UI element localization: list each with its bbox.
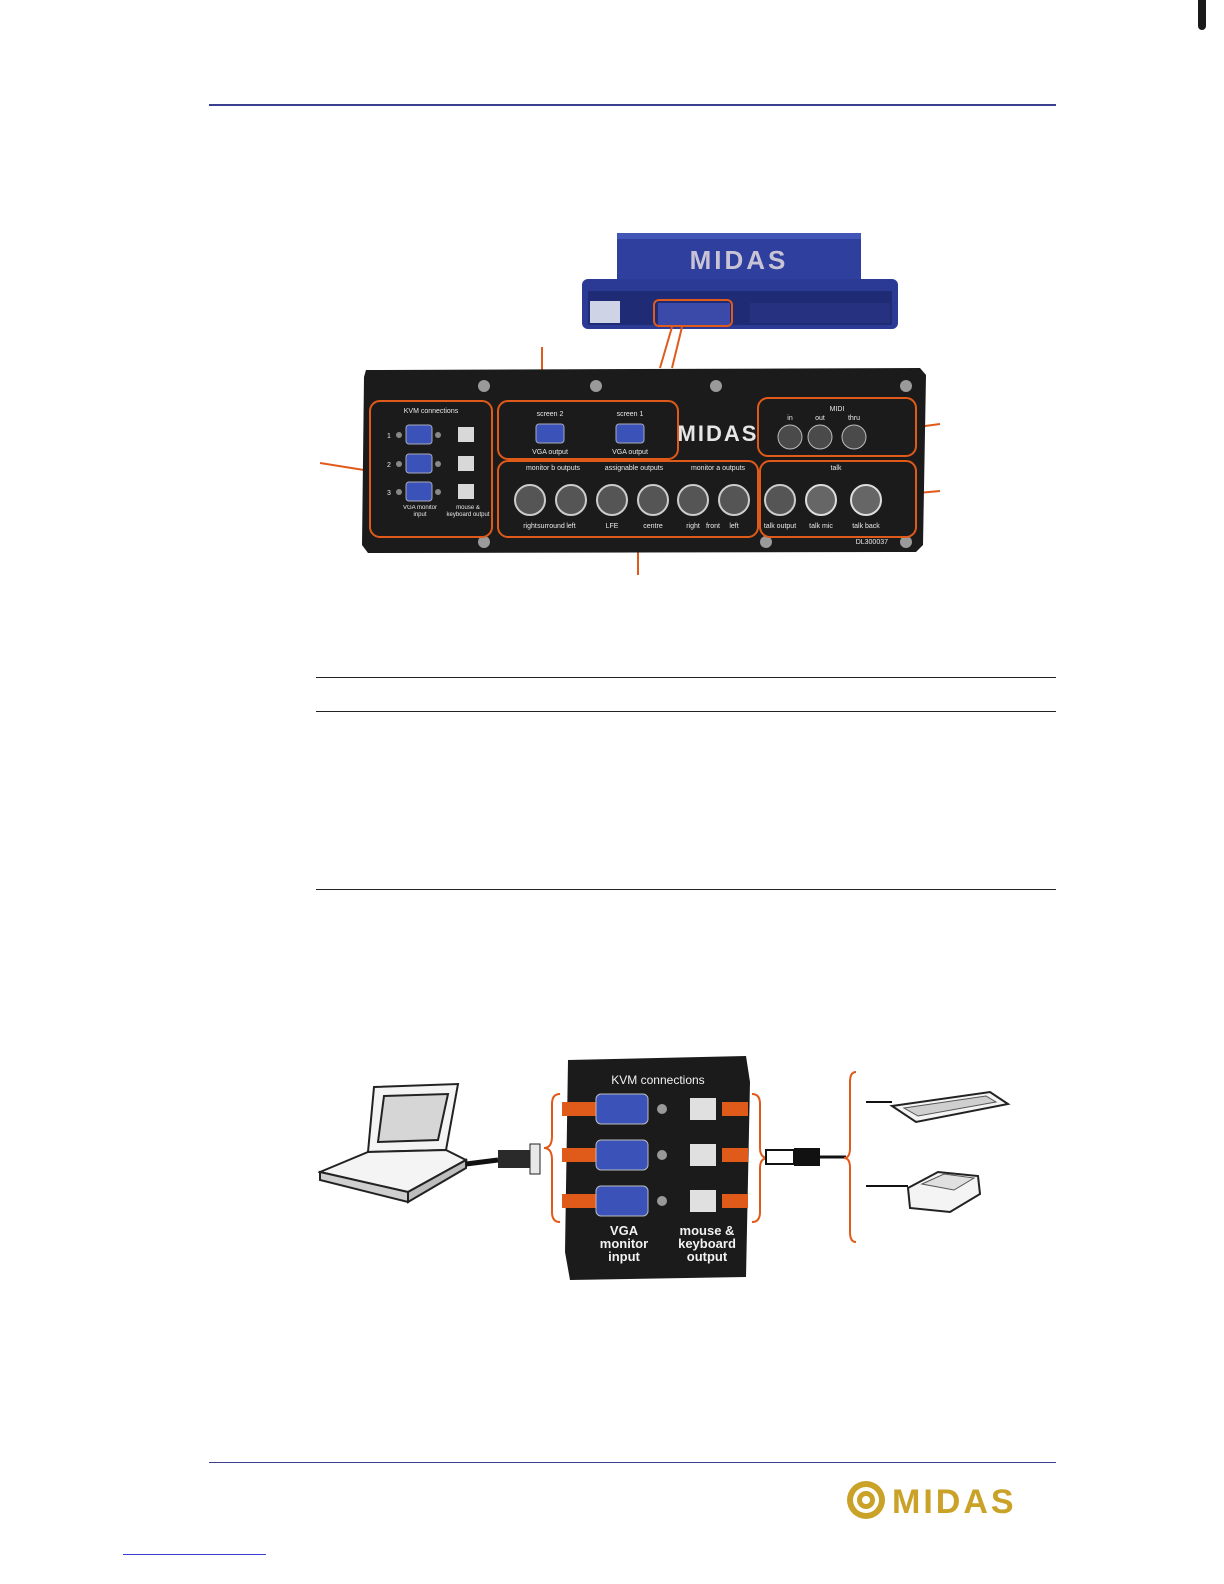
monitor-b-label: monitor b outputs	[526, 465, 581, 472]
header-rule	[209, 104, 1056, 106]
rear-panel: KVM connections 1 2 3 VGA monitor input …	[362, 368, 926, 553]
footer-logo-text: MIDAS	[892, 1483, 1017, 1521]
screen1-label: screen 1	[617, 411, 644, 418]
mon-a-left: left	[729, 523, 738, 530]
monitor-a-label: monitor a outputs	[691, 465, 746, 472]
assign-lfe: LFE	[606, 523, 619, 530]
rear-panel-figure: MIDAS KVM connections 1 2	[320, 233, 941, 575]
console-overview: MIDAS	[582, 233, 898, 329]
kvm-row-1: 1	[387, 424, 474, 445]
midi-out-label: out	[815, 415, 825, 422]
kvm-row-3: 3	[387, 481, 474, 502]
mon-b-left: left	[566, 523, 575, 530]
midi-thru-port	[841, 424, 867, 450]
midi-title: MIDI	[830, 406, 845, 413]
xlr-row	[514, 484, 750, 516]
talk-mic-label: talk mic	[809, 523, 833, 530]
talk-mic-port	[805, 484, 837, 516]
mon-b-right: right	[523, 523, 537, 530]
kvm-panel: KVM connections VGA monitor input mouse …	[562, 1056, 750, 1280]
talk-back-label: talk back	[852, 523, 880, 530]
console-logo: MIDAS	[690, 245, 789, 275]
mouse-keyboard-label: mouse & keyboard output	[446, 505, 490, 518]
footer-link-underline	[123, 1554, 266, 1555]
midi-thru-label: thru	[848, 415, 860, 422]
kvm-detail-title: KVM connections	[611, 1073, 704, 1087]
vga-output-label-1: VGA output	[612, 449, 648, 456]
screen2-label: screen 2	[537, 411, 564, 418]
assignable-label: assignable outputs	[605, 465, 664, 472]
table-top-rule	[316, 677, 1056, 678]
svg-text:3: 3	[387, 490, 391, 497]
midi-in-label: in	[787, 415, 793, 422]
table-bottom-rule	[316, 889, 1056, 890]
vga-output-screen1	[615, 423, 645, 444]
kvm-title: KVM connections	[404, 408, 459, 415]
vga-output-screen2	[535, 423, 565, 444]
table-header-rule	[316, 711, 1056, 712]
laptop-icon	[318, 1082, 469, 1204]
mouse-icon	[866, 1170, 982, 1214]
svg-text:2: 2	[387, 462, 391, 469]
svg-text:1: 1	[387, 433, 391, 440]
mon-a-right: right	[686, 523, 700, 530]
mon-a-front: front	[706, 523, 720, 530]
vga-line-3: input	[608, 1249, 640, 1264]
panel-logo: MIDAS	[678, 421, 759, 446]
assign-centre: centre	[643, 523, 663, 530]
mk-line-3: output	[687, 1249, 728, 1264]
vga-line-1: VGA	[610, 1223, 639, 1238]
page-edge-tab	[1198, 0, 1206, 30]
kvm-detail-row-2	[562, 1139, 748, 1171]
vga-line-2: monitor	[600, 1236, 648, 1251]
part-code: DL300037	[856, 539, 888, 546]
mk-line-2: keyboard	[678, 1236, 736, 1251]
keyboard-icon	[866, 1090, 1011, 1124]
talk-title: talk	[831, 465, 842, 472]
kvm-row-2: 2	[387, 453, 474, 474]
talk-back-port	[850, 484, 882, 516]
kvm-detail-row-1	[562, 1093, 748, 1125]
vga-output-label-2: VGA output	[532, 449, 568, 456]
midi-in-port	[777, 424, 803, 450]
talk-output-port	[764, 484, 796, 516]
talk-output-label: talk output	[764, 523, 796, 530]
midas-footer-logo: MIDAS	[847, 1481, 1017, 1521]
mk-line-1: mouse &	[680, 1223, 735, 1238]
mon-b-surround: surround	[537, 523, 565, 530]
vga-monitor-input-label: VGA monitor input	[402, 505, 437, 518]
midas-emblem-icon	[847, 1481, 885, 1519]
midi-out-port	[807, 424, 833, 450]
kvm-connection-figure: KVM connections VGA monitor input mouse …	[318, 1056, 1011, 1280]
kvm-detail-row-3	[562, 1185, 748, 1217]
footer-rule	[209, 1462, 1056, 1463]
